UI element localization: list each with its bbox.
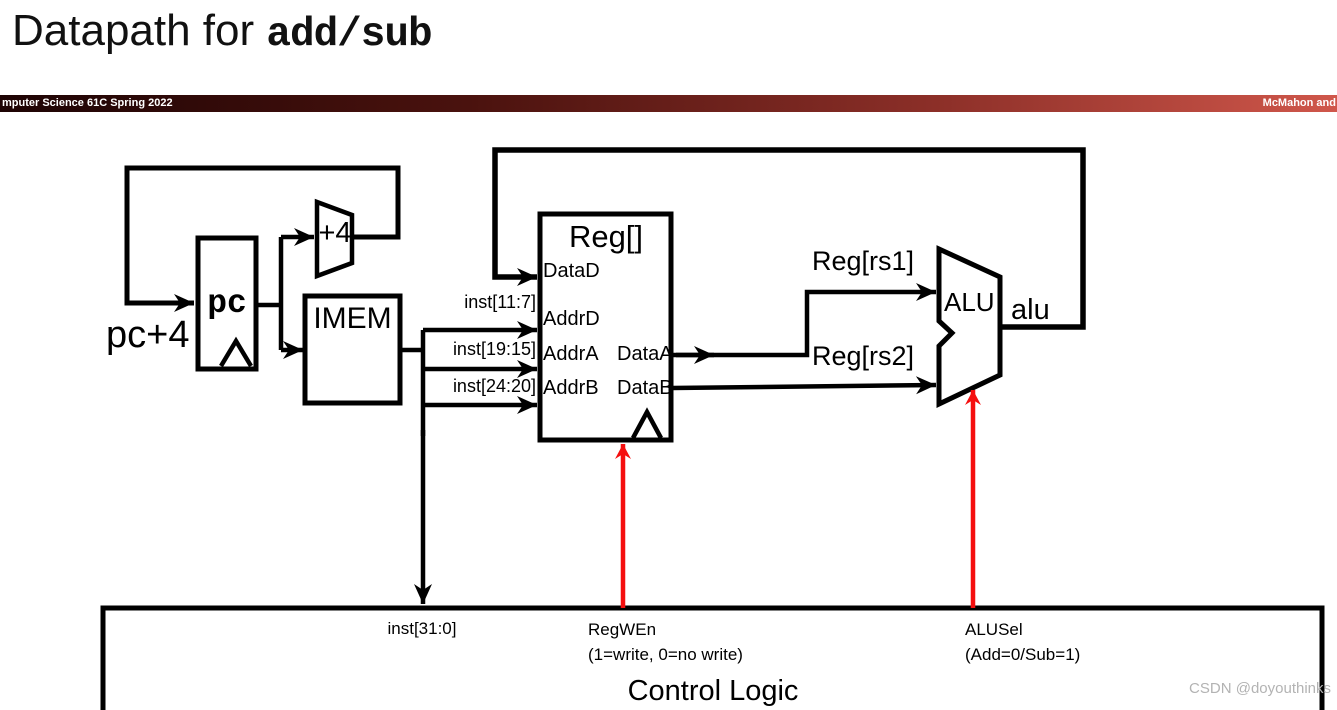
label-inst-24-20: inst[24:20] — [452, 376, 536, 396]
alusel-signal-name: ALUSel — [965, 620, 1023, 639]
plus4-adder-block — [314, 198, 355, 280]
port-addrA: AddrA — [543, 343, 599, 365]
author-name: McMahon and — [1262, 97, 1336, 109]
page-title: Datapath for add/sub — [12, 6, 433, 58]
course-banner: mputer Science 61C Spring 2022 McMahon a… — [0, 95, 1337, 112]
watermark: CSDN @doyouthinks — [1189, 680, 1331, 697]
regwen-signal-note: (1=write, 0=no write) — [588, 645, 743, 664]
regfile-title: Reg[] — [568, 219, 644, 254]
port-dataA: DataA — [617, 343, 673, 365]
wire-alu-feedback — [492, 147, 1086, 330]
control-logic-block — [100, 605, 1325, 710]
label-inst-19-15: inst[19:15] — [452, 339, 536, 359]
label-alu-out: alu — [1011, 294, 1050, 326]
label-inst-31-0: inst[31:0] — [387, 619, 457, 638]
title-text: Datapath for — [12, 6, 267, 55]
port-dataD: DataD — [543, 260, 600, 282]
pc-clock-triangle — [219, 336, 253, 368]
regfile-clock-triangle — [631, 407, 663, 440]
pc-register-block — [195, 235, 259, 372]
label-inst-11-7: inst[11:7] — [464, 292, 536, 312]
label-pc-plus-4: pc+4 — [106, 314, 190, 356]
course-name: mputer Science 61C Spring 2022 — [2, 97, 173, 109]
label-reg-rs1: Reg[rs1] — [812, 246, 915, 276]
plus4-block-label: +4 — [318, 217, 352, 249]
imem-block — [302, 293, 403, 406]
regwen-signal-name: RegWEn — [588, 620, 657, 639]
alu-block-label: ALU — [944, 287, 995, 317]
label-reg-rs2: Reg[rs2] — [812, 341, 915, 371]
pc-block-label: pc — [207, 285, 247, 322]
port-addrB: AddrB — [543, 377, 599, 399]
alu-block — [936, 245, 1003, 408]
port-addrD: AddrD — [543, 308, 600, 330]
control-logic-label: Control Logic — [627, 675, 799, 707]
imem-block-label: IMEM — [313, 302, 392, 335]
wire-pc-feedback — [124, 165, 401, 312]
wire-reg-rs2 — [671, 376, 937, 395]
wire-reg-rs1 — [672, 283, 936, 358]
regfile-block — [537, 211, 674, 443]
title-code-text: add/sub — [266, 12, 432, 58]
port-dataB: DataB — [617, 377, 673, 399]
alusel-signal-note: (Add=0/Sub=1) — [965, 645, 1081, 664]
